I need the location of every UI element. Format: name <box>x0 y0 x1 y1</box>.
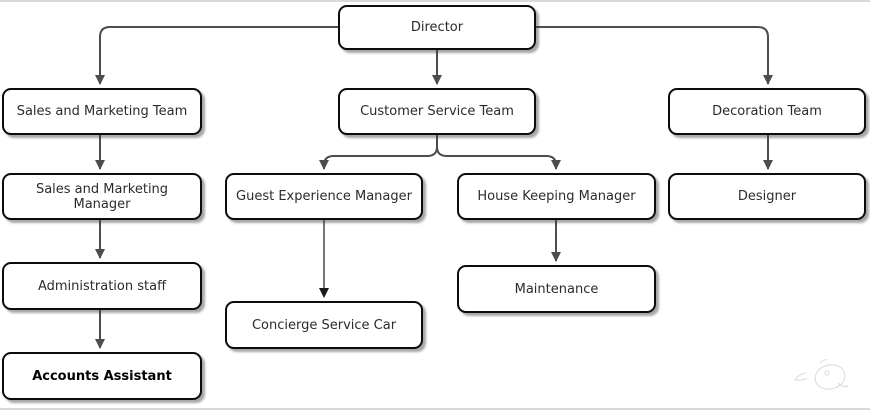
node-sales-marketing-manager: Sales and Marketing Manager <box>2 173 202 220</box>
node-concierge-service-car-label: Concierge Service Car <box>251 317 397 333</box>
node-director: Director <box>338 5 536 50</box>
node-guest-experience-manager: Guest Experience Manager <box>225 173 423 220</box>
node-sales-marketing-team-label: Sales and Marketing Team <box>16 104 188 119</box>
node-maintenance-label: Maintenance <box>514 281 599 297</box>
bottom-border-line <box>0 408 870 410</box>
node-designer-label: Designer <box>737 189 797 204</box>
node-decoration-team: Decoration Team <box>668 88 866 135</box>
edge-customer-team-guest-manager <box>319 135 438 170</box>
watermark-sketch-icon <box>794 359 849 390</box>
node-customer-service-team: Customer Service Team <box>338 88 536 135</box>
node-accounts-assistant: Accounts Assistant <box>2 352 202 400</box>
edge-director-decoration-team <box>536 26 773 85</box>
edge-director-sales-team <box>95 26 338 85</box>
node-administration-staff-label: Administration staff <box>37 278 167 294</box>
node-house-keeping-manager: House Keeping Manager <box>457 173 656 220</box>
node-sales-marketing-team: Sales and Marketing Team <box>2 88 202 135</box>
node-designer: Designer <box>668 173 866 220</box>
node-accounts-assistant-label: Accounts Assistant <box>32 368 172 384</box>
node-decoration-team-label: Decoration Team <box>712 104 822 119</box>
node-sales-marketing-manager-label: Sales and Marketing Manager <box>35 181 169 212</box>
node-director-label: Director <box>410 20 464 35</box>
node-administration-staff: Administration staff <box>2 262 202 310</box>
top-border-line <box>0 0 870 2</box>
node-customer-service-team-label: Customer Service Team <box>360 104 514 119</box>
node-concierge-service-car: Concierge Service Car <box>225 301 423 349</box>
node-maintenance: Maintenance <box>457 265 656 313</box>
edge-customer-team-hk-manager <box>436 135 561 170</box>
node-house-keeping-manager-label: House Keeping Manager <box>477 189 636 204</box>
node-guest-experience-manager-label: Guest Experience Manager <box>236 189 412 204</box>
